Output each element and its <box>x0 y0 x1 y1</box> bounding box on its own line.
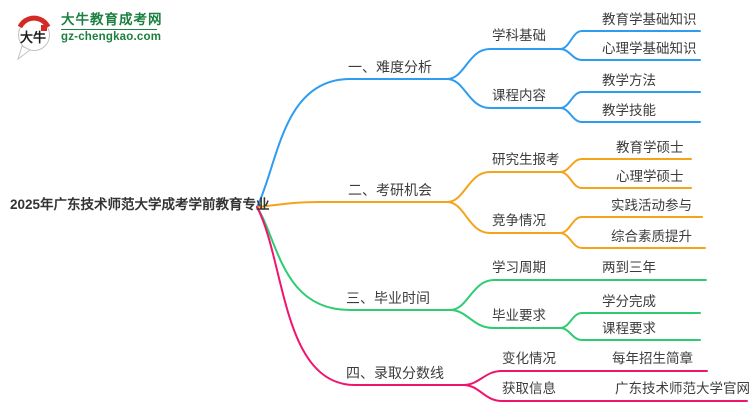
daniu-logo-icon: 大牛 <box>17 15 51 61</box>
leaf-two-to-three-years: 两到三年 <box>602 260 656 275</box>
leaf-overall-quality: 综合素质提升 <box>611 229 692 244</box>
leaf-course-requirements: 课程要求 <box>602 321 656 336</box>
branch-admission-score-label: 四、录取分数线 <box>346 365 444 381</box>
leaf-teaching-methods: 教学方法 <box>602 73 656 88</box>
site-logo: 大牛 大牛教育成考网 gz-chengkao.com <box>14 12 163 62</box>
subnode-course-content: 课程内容 <box>492 88 546 103</box>
leaf-university-official-site: 广东技术师范大学官网 <box>615 381 750 396</box>
subnode-study-period: 学习周期 <box>492 260 546 275</box>
leaf-psychology-master: 心理学硕士 <box>616 169 684 184</box>
leaf-education-master: 教育学硕士 <box>616 140 684 155</box>
subnode-graduation-requirements: 毕业要求 <box>492 308 546 323</box>
leaf-credits-completion: 学分完成 <box>602 294 656 309</box>
leaf-annual-admission-guide: 每年招生简章 <box>612 351 693 366</box>
leaf-teaching-skills: 教学技能 <box>602 103 656 118</box>
branch-graduation-label: 三、毕业时间 <box>346 290 430 306</box>
subnode-subject-foundation: 学科基础 <box>492 28 546 43</box>
subnode-competition: 竞争情况 <box>492 213 546 228</box>
branch-lines-admission <box>256 206 748 402</box>
branch-lines-postgrad <box>256 158 706 249</box>
leaf-psychology-basics: 心理学基础知识 <box>602 41 697 56</box>
branch-lines-difficulty <box>256 30 701 208</box>
root-node-label: 2025年广东技术师范大学成考学前教育专业 <box>10 197 270 212</box>
subnode-info-access: 获取信息 <box>502 381 556 396</box>
logo-site-name: 大牛教育成考网 <box>61 12 163 27</box>
logo-text-block: 大牛教育成考网 gz-chengkao.com <box>61 12 163 43</box>
branch-difficulty-label: 一、难度分析 <box>348 59 432 75</box>
logo-site-url: gz-chengkao.com <box>61 30 162 43</box>
subnode-score-changes: 变化情况 <box>502 351 556 366</box>
logo-icon-characters: 大牛 <box>20 30 46 45</box>
leaf-practice-participation: 实践活动参与 <box>611 198 692 213</box>
subnode-postgrad-application: 研究生报考 <box>492 152 560 167</box>
logo-divider <box>61 28 157 30</box>
branch-lines-graduation <box>256 206 707 341</box>
branch-postgrad-label: 二、考研机会 <box>348 182 432 198</box>
leaf-pedagogy-basics: 教育学基础知识 <box>602 12 697 27</box>
